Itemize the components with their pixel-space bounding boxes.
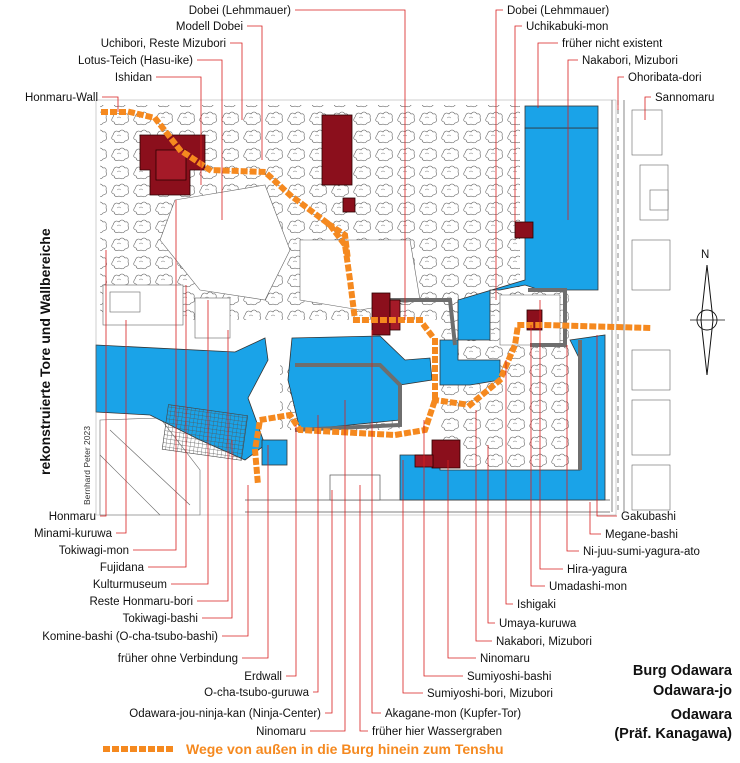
label-tokiwagi-bashi: Tokiwagi-bashi	[123, 613, 198, 625]
compass-arrow-icon	[700, 264, 714, 376]
label-ishigaki: Ishigaki	[517, 599, 556, 611]
label-ninomaru-left: Ninomaru	[256, 726, 306, 738]
buildings	[139, 114, 543, 469]
label-umadashi-mon: Umadashi-mon	[549, 581, 627, 593]
building-akagane-mon	[371, 292, 391, 336]
label-umaya-kuruwa: Umaya-kuruwa	[499, 618, 577, 630]
labels-bottom-left: Honmaru Minami-kuruwa Tokiwagi-mon Fujid…	[34, 200, 346, 738]
label-kulturmuseum: Kulturmuseum	[93, 579, 167, 591]
labels-top-left: Dobei (Lehmmauer) Modell Dobei Uchibori,…	[25, 5, 406, 320]
labels-top-right: Dobei (Lehmmauer) Uchikabuki-mon früher …	[495, 5, 714, 300]
label-sumiyoshi-bashi: Sumiyoshi-bashi	[467, 671, 551, 683]
moat-nakabori-top	[524, 105, 599, 129]
building-hira-yagura	[431, 439, 461, 469]
title-line-1: Burg Odawara	[633, 663, 733, 679]
labels-bottom-right: Gakubashi Megane-bashi Ni-juu-sumi-yagur…	[359, 300, 700, 738]
side-label: rekonstruierte Tore und Wallbereiche	[37, 228, 53, 475]
label-gakubashi: Gakubashi	[621, 511, 676, 523]
building-tokiwagi-mon	[321, 114, 353, 186]
title-line-2: Odawara-jo	[653, 683, 732, 699]
building-small-north	[342, 197, 356, 213]
label-frueher-ohne-verbindung: früher ohne Verbindung	[118, 653, 238, 665]
credit: Bernhard Peter 2023	[82, 426, 92, 505]
label-modell-dobei: Modell Dobei	[176, 21, 243, 33]
town-blocks-east	[631, 109, 671, 511]
label-sumiyoshi-bori: Sumiyoshi-bori, Mizubori	[427, 688, 553, 700]
legend-path-label: Wege von außen in die Burg hinein zum Te…	[186, 741, 504, 757]
label-fujidana: Fujidana	[100, 562, 145, 574]
label-honmaru: Honmaru	[49, 511, 96, 523]
label-tokiwagi-mon: Tokiwagi-mon	[59, 545, 129, 557]
label-erdwall: Erdwall	[244, 671, 282, 683]
access-paths	[101, 109, 654, 489]
stone-walls	[294, 288, 582, 470]
map-area	[95, 99, 671, 516]
label-akagane-mon: Akagane-mon (Kupfer-Tor)	[385, 708, 521, 720]
label-ishidan: Ishidan	[115, 72, 152, 84]
label-nakabori-top: Nakabori, Mizubori	[582, 55, 678, 67]
label-megane-bashi: Megane-bashi	[605, 529, 678, 541]
label-hira-yagura: Hira-yagura	[567, 564, 628, 576]
title-line-3: Odawara	[671, 707, 733, 723]
label-ohoribata-dori: Ohoribata-dori	[628, 72, 702, 84]
label-dobei-top-right: Dobei (Lehmmauer)	[507, 5, 609, 17]
compass: N	[690, 249, 725, 376]
title-line-4: (Präf. Kanagawa)	[614, 726, 732, 742]
label-nakabori-bottom: Nakabori, Mizubori	[496, 636, 592, 648]
moat-small-tokiwagi	[261, 439, 288, 466]
label-frueher-nicht-existent: früher nicht existent	[562, 38, 663, 50]
label-reste-honmaru-bori: Reste Honmaru-bori	[89, 596, 193, 608]
label-ninomaru-right: Ninomaru	[480, 653, 530, 665]
label-frueher-wassergraben: früher hier Wassergraben	[372, 726, 502, 738]
label-uchibori: Uchibori, Reste Mizubori	[101, 38, 226, 50]
label-ninja-center: Odawara-jou-ninja-kan (Ninja-Center)	[129, 708, 321, 720]
ohoribata-dori	[611, 100, 625, 512]
building-uchikabuki-mon	[514, 221, 534, 239]
label-o-cha-tsubo-guruwa: O-cha-tsubo-guruwa	[204, 687, 309, 699]
label-lotus-teich: Lotus-Teich (Hasu-ike)	[78, 55, 193, 67]
plaza-honmaru	[159, 184, 291, 301]
label-komine-bashi: Komine-bashi (O-cha-tsubo-bashi)	[42, 631, 218, 643]
moat-nakabori-south	[287, 335, 433, 431]
label-ni-juu-sumi-yagura-ato: Ni-juu-sumi-yagura-ato	[583, 546, 700, 558]
label-dobei-top-left: Dobei (Lehmmauer)	[189, 5, 291, 17]
legend: Wege von außen in die Burg hinein zum Te…	[103, 741, 504, 757]
label-minami-kuruwa: Minami-kuruwa	[34, 528, 113, 540]
label-honmaru-wall: Honmaru-Wall	[25, 92, 98, 104]
compass-north-label: N	[701, 249, 709, 261]
title-block: Burg Odawara Odawara-jo Odawara (Präf. K…	[614, 663, 733, 742]
label-uchikabuki-mon: Uchikabuki-mon	[526, 21, 608, 33]
label-sannomaru: Sannomaru	[655, 92, 714, 104]
